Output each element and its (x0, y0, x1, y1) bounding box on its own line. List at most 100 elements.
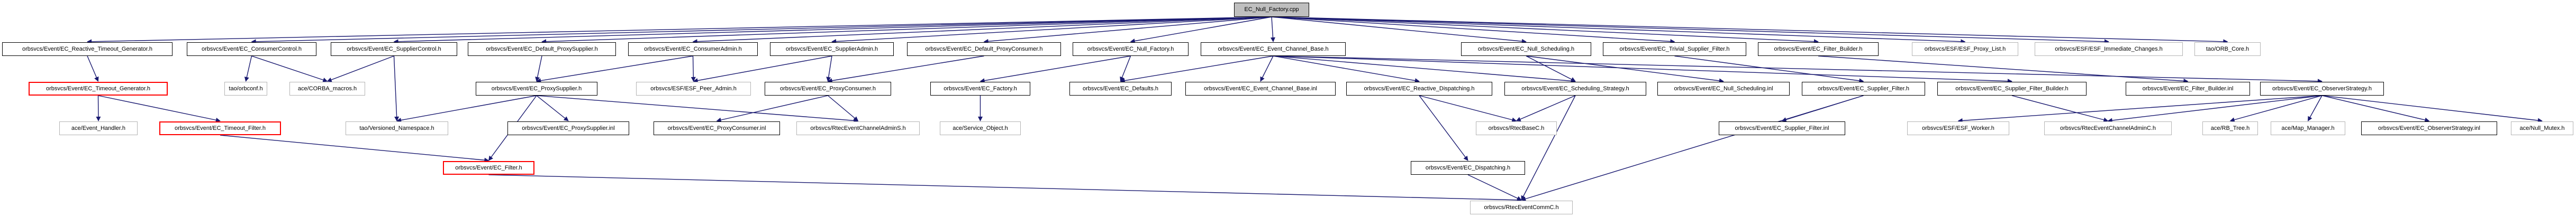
include-edge (536, 55, 693, 83)
include-edge (2229, 95, 2323, 122)
graph-node-default_proxy_supplier[interactable]: orbsvcs/Event/EC_Default_ProxySupplier.h (468, 42, 616, 56)
graph-node-default_proxy_consumer[interactable]: orbsvcs/Event/EC_Default_ProxyConsumer.h (907, 42, 1061, 56)
graph-node-map_manager[interactable]: ace/Map_Manager.h (2271, 121, 2345, 135)
include-edge (2321, 95, 2430, 122)
graph-node-rtec_event_comm_c[interactable]: orbsvcs/RtecEventCommC.h (1470, 201, 1573, 214)
graph-node-versioned_namespace[interactable]: tao/Versioned_Namespace.h (346, 121, 448, 135)
graph-node-rtec_event_channel_admin_s[interactable]: orbsvcs/RtecEventChannelAdminS.h (796, 121, 920, 135)
graph-node-event_channel_base_inl[interactable]: orbsvcs/Event/EC_Event_Channel_Base.inl (1185, 82, 1336, 96)
graph-node-corba_macros[interactable]: ace/CORBA_macros.h (289, 82, 365, 96)
graph-node-consumer_control[interactable]: orbsvcs/Event/EC_ConsumerControl.h (187, 42, 316, 56)
include-edge (1273, 55, 1576, 83)
include-edge (87, 55, 99, 82)
graph-node-esf_immediate_changes[interactable]: orbsvcs/ESF/ESF_Immediate_Changes.h (2035, 42, 2183, 56)
include-edge (396, 95, 537, 122)
graph-node-esf_worker[interactable]: orbsvcs/ESF/ESF_Worker.h (1907, 121, 2009, 135)
include-edge (251, 55, 328, 82)
graph-node-scheduling_strategy[interactable]: orbsvcs/Event/EC_Scheduling_Strategy.h (1504, 82, 1646, 96)
include-edge (2307, 95, 2323, 121)
include-edge (541, 16, 1272, 44)
graph-node-timeout_filter[interactable]: orbsvcs/Event/EC_Timeout_Filter.h (159, 121, 281, 135)
graph-node-supplier_filter[interactable]: orbsvcs/Event/EC_Supplier_Filter.h (1802, 82, 1925, 96)
include-edge (1271, 16, 1675, 44)
include-edge (393, 55, 400, 121)
graph-node-esf_proxy_list[interactable]: orbsvcs/ESF/ESF_Proxy_List.h (1912, 42, 2018, 56)
graph-node-rtec_base_c[interactable]: orbsvcs/RtecBaseC.h (1476, 121, 1557, 135)
graph-node-root[interactable]: EC_Null_Factory.cpp (1234, 3, 1309, 17)
graph-node-defaults[interactable]: orbsvcs/Event/EC_Defaults.h (1069, 82, 1172, 96)
graph-node-filter_builder[interactable]: orbsvcs/Event/EC_Filter_Builder.h (1758, 42, 1879, 56)
include-edge (1273, 55, 2323, 84)
include-edge (536, 95, 859, 123)
graph-node-event_handler[interactable]: ace/Event_Handler.h (59, 121, 138, 135)
include-edge (535, 55, 542, 82)
include-edge (220, 135, 489, 163)
include-edge (1674, 55, 1864, 83)
graph-node-null_factory_h[interactable]: orbsvcs/Event/EC_Null_Factory.h (1073, 42, 1189, 56)
include-edge (2107, 95, 2323, 123)
include-edge (979, 55, 1131, 83)
graph-node-proxy_consumer[interactable]: orbsvcs/Event/EC_ProxyConsumer.h (765, 82, 891, 96)
graph-node-consumer_admin[interactable]: orbsvcs/Event/EC_ConsumerAdmin.h (628, 42, 758, 56)
include-edge (826, 55, 832, 82)
graph-node-supplier_filter_builder[interactable]: orbsvcs/Event/EC_Supplier_Filter_Builder… (1937, 82, 2087, 96)
include-edge (828, 95, 859, 121)
include-edge (96, 95, 101, 121)
include-edge (87, 16, 1272, 44)
graph-node-ec_dispatching[interactable]: orbsvcs/Event/EC_Dispatching.h (1411, 161, 1525, 175)
graph-node-service_object[interactable]: ace/Service_Object.h (940, 121, 1021, 135)
include-edge (251, 16, 1272, 44)
graph-node-observer_strategy[interactable]: orbsvcs/Event/EC_ObserverStrategy.h (2260, 82, 2384, 96)
include-edge (1270, 16, 1275, 42)
include-edge (1419, 95, 1468, 161)
include-edge (393, 16, 1272, 44)
graph-node-reactive_timeout_gen[interactable]: orbsvcs/Event/EC_Reactive_Timeout_Genera… (2, 42, 173, 56)
graph-node-supplier_filter_inl[interactable]: orbsvcs/Event/EC_Supplier_Filter.inl (1719, 121, 1845, 135)
graph-node-reactive_dispatching[interactable]: orbsvcs/Event/EC_Reactive_Dispatching.h (1346, 82, 1492, 96)
include-edge (536, 95, 569, 121)
graph-node-event_channel_base[interactable]: orbsvcs/Event/EC_Event_Channel_Base.h (1201, 42, 1346, 56)
graph-node-supplier_control[interactable]: orbsvcs/Event/EC_SupplierControl.h (331, 42, 457, 56)
graph-node-null_scheduling_inl[interactable]: orbsvcs/Event/EC_Null_Scheduling.inl (1657, 82, 1790, 96)
graph-node-null_scheduling[interactable]: orbsvcs/Event/EC_Null_Scheduling.h (1461, 42, 1591, 56)
include-edge (244, 55, 252, 82)
include-edge (2011, 95, 2109, 122)
graph-node-orbconf[interactable]: tao/orbconf.h (224, 82, 267, 96)
graph-node-null_mutex[interactable]: ace/Null_Mutex.h (2511, 121, 2573, 135)
include-edge (1526, 55, 1576, 82)
graph-node-supplier_admin[interactable]: orbsvcs/Event/EC_SupplierAdmin.h (770, 42, 894, 56)
include-edge (1271, 16, 1966, 44)
graph-node-rb_tree[interactable]: ace/RB_Tree.h (2202, 121, 2258, 135)
include-edge (1120, 55, 1274, 83)
graph-node-factory[interactable]: orbsvcs/Event/EC_Factory.h (930, 82, 1030, 96)
include-edge (693, 55, 832, 83)
graph-node-proxy_supplier_inl[interactable]: orbsvcs/Event/EC_ProxySupplier.inl (507, 121, 629, 135)
include-edge (1271, 16, 1527, 44)
include-edge (827, 55, 984, 83)
include-edge (1516, 95, 1576, 121)
include-edge (691, 55, 696, 82)
include-edge (692, 16, 1272, 44)
graph-node-timeout_generator[interactable]: orbsvcs/Event/EC_Timeout_Generator.h (29, 82, 168, 96)
graph-node-rtec_event_channel_admin_c[interactable]: orbsvcs/RtecEventChannelAdminC.h (2044, 121, 2172, 135)
include-edge (326, 55, 394, 82)
include-edge (983, 16, 1272, 44)
graph-node-proxy_consumer_inl[interactable]: orbsvcs/Event/EC_ProxyConsumer.inl (654, 121, 780, 135)
include-edge (1467, 174, 1522, 201)
include-edge (1273, 55, 2012, 84)
include-edge (1273, 55, 1420, 83)
graph-node-ec_filter[interactable]: orbsvcs/Event/EC_Filter.h (443, 161, 534, 175)
graph-node-filter_builder_inl[interactable]: orbsvcs/Event/EC_Filter_Builder.inl (2126, 82, 2250, 96)
include-edge (1130, 16, 1272, 44)
graph-node-esf_peer_admin[interactable]: orbsvcs/ESF/ESF_Peer_Admin.h (636, 82, 751, 96)
graph-node-trivial_supplier_filter[interactable]: orbsvcs/Event/EC_Trivial_Supplier_Filter… (1603, 42, 1746, 56)
graph-node-observer_strategy_inl[interactable]: orbsvcs/Event/EC_ObserverStrategy.inl (2361, 121, 2497, 135)
include-edge (1271, 16, 2109, 44)
graph-node-orb_core[interactable]: tao/ORB_Core.h (2194, 42, 2261, 56)
graph-node-proxy_supplier[interactable]: orbsvcs/Event/EC_ProxySupplier.h (476, 82, 597, 96)
include-edge (1526, 55, 1724, 83)
include-edge (1260, 55, 1274, 82)
include-edge (488, 174, 1522, 203)
include-edge (1521, 95, 1576, 201)
